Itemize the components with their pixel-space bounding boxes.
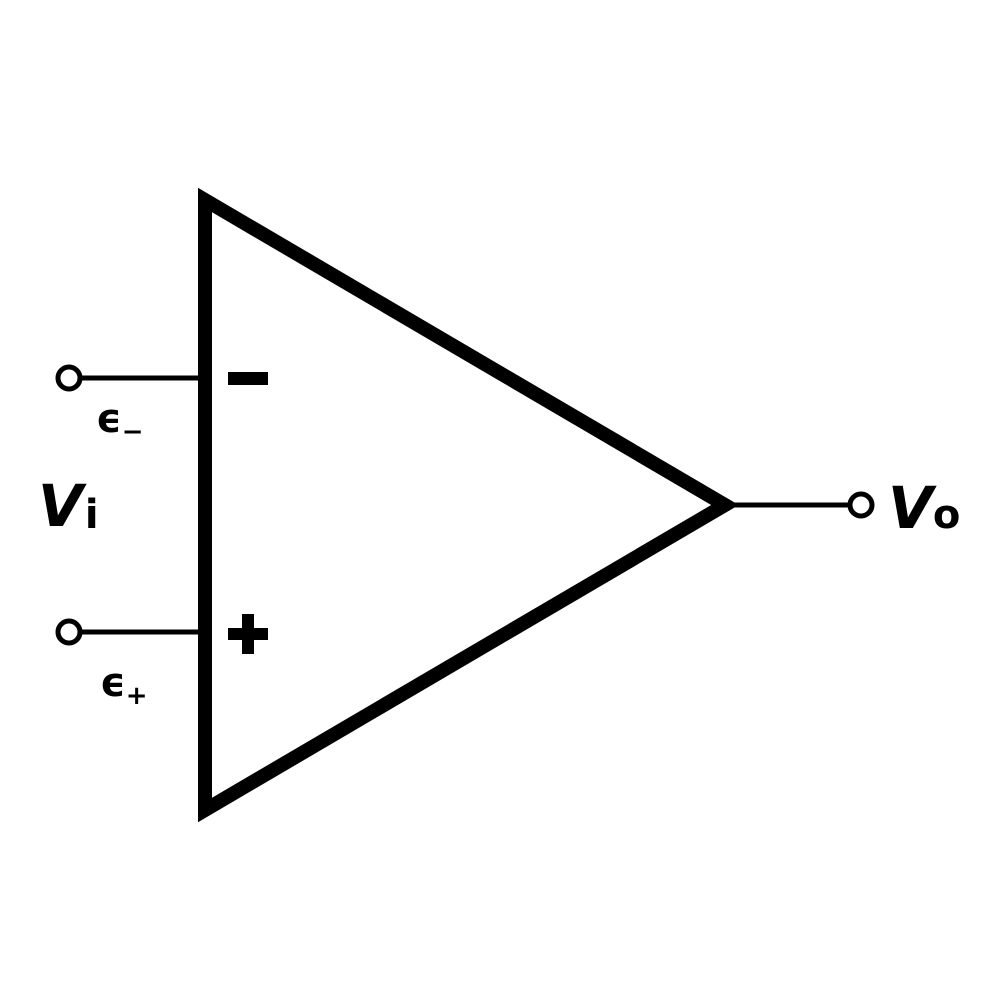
non-inverting-input-terminal [55,618,83,646]
op-amp-triangle [198,187,739,823]
non-inverting-sign [228,614,268,654]
output-voltage-label: Vo [888,474,960,542]
output-terminal [847,491,875,519]
inverting-input-terminal [55,364,83,392]
input-voltage-label: Vi [38,472,99,540]
epsilon-minus-label: ϵ− [96,396,144,447]
inverting-sign [228,372,268,385]
epsilon-plus-label: ϵ+ [100,660,148,711]
